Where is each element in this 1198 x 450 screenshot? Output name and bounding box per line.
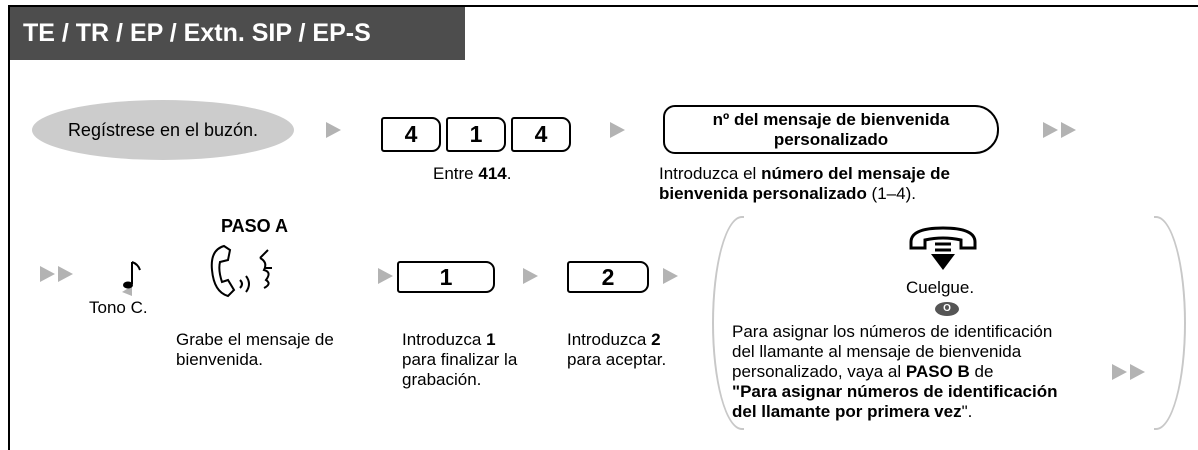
paso-a-label: PASO A — [221, 216, 289, 236]
option-badge: O — [935, 302, 959, 316]
arrow-right-icon — [326, 122, 341, 138]
arrow-right-icon — [378, 268, 393, 284]
tone-c-label: Tono C. — [89, 298, 148, 317]
frame-top-border — [10, 5, 1198, 7]
pill-line-2: personalizado — [773, 130, 889, 149]
music-note-icon — [122, 261, 141, 296]
key2-caption: Introduzca 2 para aceptar. — [567, 330, 667, 369]
welcome-number-caption: Introduzca el número del mensaje de bien… — [659, 164, 951, 203]
double-arrow-icon — [40, 266, 55, 282]
arrow-right-icon — [610, 122, 625, 138]
double-arrow-icon — [1043, 122, 1058, 138]
double-arrow-icon — [1112, 364, 1127, 380]
key-4: 4 — [381, 117, 441, 152]
frame-left-border — [8, 5, 10, 450]
arrow-right-icon — [523, 268, 538, 284]
hang-up-label: Cuelgue. — [906, 278, 975, 297]
speaking-handset-icon — [210, 244, 272, 298]
key-1: 1 — [397, 261, 495, 293]
key1-caption: Introduzca 1 para finalizar la grabación… — [402, 330, 518, 389]
pill-line-1: nº del mensaje de bienvenida — [712, 110, 950, 129]
login-mailbox-step: Regístrese en el buzón. — [32, 100, 294, 160]
key-2: 2 — [567, 261, 649, 293]
double-arrow-icon-part — [1061, 122, 1076, 138]
key-1: 1 — [446, 117, 506, 152]
page-title: TE / TR / EP / Extn. SIP / EP-S — [10, 7, 465, 60]
record-caption: Grabe el mensaje de bienvenida. — [176, 330, 334, 369]
option-caption: Para asignar los números de identificaci… — [732, 322, 1058, 421]
hang-up-handset-icon — [909, 226, 977, 270]
double-arrow-icon-part — [1130, 364, 1145, 380]
arrow-right-icon — [663, 268, 678, 284]
double-arrow-icon-part — [58, 266, 73, 282]
key-4: 4 — [511, 117, 571, 152]
welcome-message-number-key: nº del mensaje de bienvenida personaliza… — [663, 105, 999, 154]
enter-code-caption: Entre 414. — [433, 164, 512, 183]
